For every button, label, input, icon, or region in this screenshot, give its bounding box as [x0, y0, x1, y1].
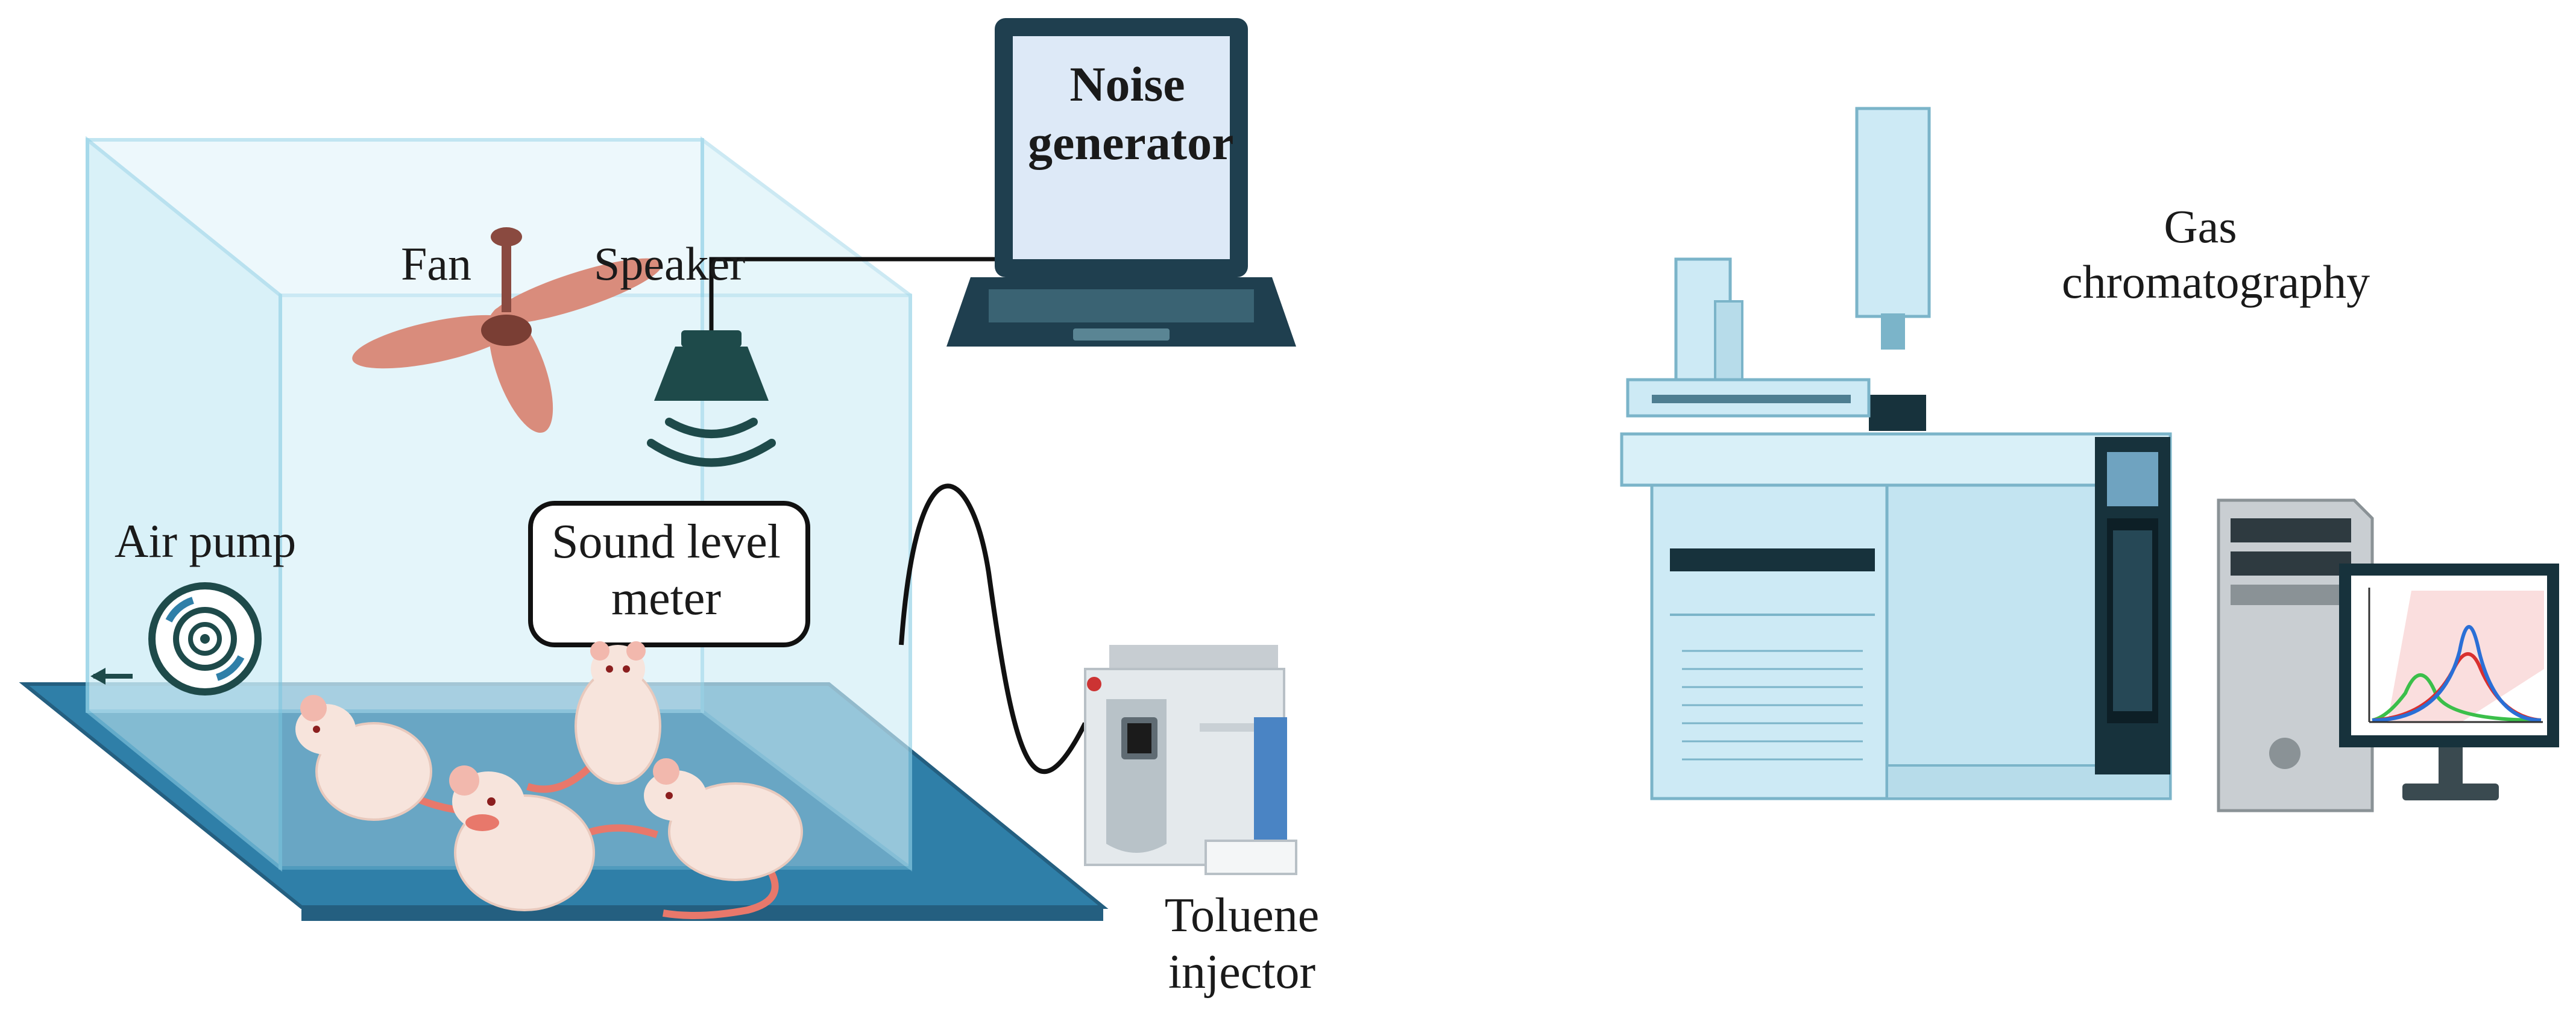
noise-generator-label: Noise generator — [1028, 57, 1234, 170]
monitor-icon — [2339, 564, 2559, 800]
rat-icon — [526, 641, 661, 793]
rat-icon — [644, 758, 803, 919]
sound-level-meter-box — [528, 501, 810, 647]
toluene-injector-label: Toluene injector — [1164, 889, 1320, 999]
laptop-icon — [946, 18, 1296, 347]
fan-icon — [352, 227, 663, 433]
sound-level-meter-label: Sound level meter — [552, 515, 781, 626]
gas-chromatography-label: Gas chromatography — [2062, 200, 2370, 309]
speaker-label: Speaker — [594, 237, 746, 290]
injector-icon — [1084, 645, 1297, 875]
fan-label: Fan — [401, 237, 471, 290]
air-pump-label: Air pump — [115, 515, 297, 567]
air-pump-icon — [90, 582, 262, 696]
speaker-icon — [647, 257, 1001, 467]
injector-tube — [899, 483, 1088, 774]
rat-icon — [449, 765, 658, 911]
gas-chromatograph-icon — [1620, 107, 2172, 800]
